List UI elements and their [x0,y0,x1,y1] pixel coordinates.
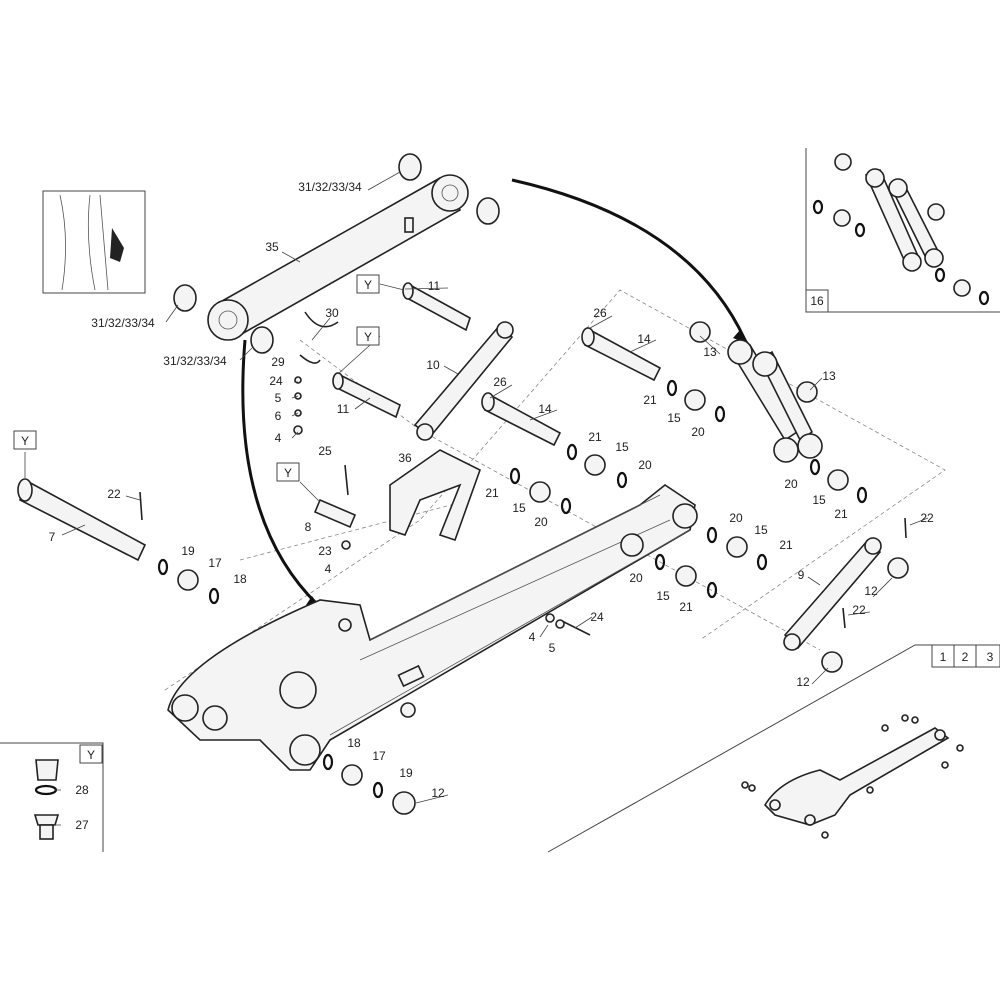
callout: 12 [864,584,878,598]
inset-number: 16 [810,294,824,308]
callout: 8 [305,520,312,534]
callout: 19 [399,766,413,780]
hydraulic-cylinder [173,153,500,354]
callout: 20 [729,511,743,525]
callout: 5 [549,641,556,655]
callout: 22 [852,603,866,617]
callout: 20 [784,477,798,491]
callout: 20 [534,515,548,529]
bushings-and-rings [157,311,909,815]
callout: 26 [593,306,607,320]
callout: 4 [325,562,332,576]
callout: 11 [428,279,441,293]
callout: 15 [667,411,681,425]
page-tabs[interactable]: 1 2 3 [931,644,1000,668]
overview-inset [547,644,1000,853]
callout: 30 [325,306,339,320]
link-kit-inset [805,148,1000,313]
callout: 21 [679,600,693,614]
links [389,321,882,651]
leader-lines [24,171,929,826]
page-tab-3-label[interactable]: 3 [987,650,994,664]
reference-marker-label: Y [284,466,292,480]
page-tab-1-label[interactable]: 1 [940,650,947,664]
reference-marker-label: Y [364,330,372,344]
callout: 21 [588,430,602,444]
callout: 15 [615,440,629,454]
loader-boom [167,484,698,771]
callout: 35 [265,240,279,254]
callout: 20 [638,458,652,472]
callout: 5 [275,391,282,405]
callout: 22 [107,487,121,501]
callout: 36 [398,451,412,465]
reference-marker-label: Y [87,748,95,762]
callout: 14 [538,402,552,416]
callout: 10 [426,358,440,372]
callout: 21 [485,486,499,500]
page-tab-3[interactable] [975,644,1000,668]
callout: 21 [643,393,657,407]
callout: 7 [49,530,56,544]
callout: 15 [656,589,670,603]
callout: 4 [275,431,282,445]
reference-marker-label: Y [364,278,372,292]
callout: 24 [590,610,604,624]
callout: 6 [275,409,282,423]
callout: 31/32/33/34 [91,316,155,330]
callout: 20 [629,571,643,585]
callout: 22 [920,511,934,525]
callout: 28 [75,783,89,797]
reference-marker-y: Y Y Y Y Y [13,274,380,764]
callout: 13 [703,345,717,359]
callout: 18 [347,736,361,750]
callout: 27 [75,818,89,832]
callout: 9 [798,568,805,582]
callout: 21 [779,538,793,552]
callout: 11 [337,402,350,416]
callout-labels: 31/32/33/34 35 31/32/33/34 31/32/33/34 3… [49,180,934,832]
callout: 19 [181,544,195,558]
callout: 17 [208,556,222,570]
callout: 15 [812,493,826,507]
callout: 12 [796,675,810,689]
callout: 20 [691,425,705,439]
location-inset [42,190,146,294]
callout: 31/32/33/34 [298,180,362,194]
page-tab-2-label[interactable]: 2 [962,650,969,664]
callout: 4 [529,630,536,644]
callout: 17 [372,749,386,763]
callout: 24 [269,374,283,388]
callout: 18 [233,572,247,586]
callout: 21 [834,507,848,521]
callout: 29 [271,355,285,369]
callout: 15 [754,523,768,537]
callout: 23 [318,544,332,558]
callout: 26 [493,375,507,389]
reference-marker-label: Y [21,434,29,448]
grease-fitting-inset [0,742,104,852]
assembly-guide-lines [164,289,946,691]
callout: 15 [512,501,526,515]
callout: 12 [431,786,445,800]
pins [17,282,907,629]
callout: 25 [318,444,332,458]
callout: 13 [822,369,836,383]
callout: 14 [637,332,651,346]
callout: 31/32/33/34 [163,354,227,368]
